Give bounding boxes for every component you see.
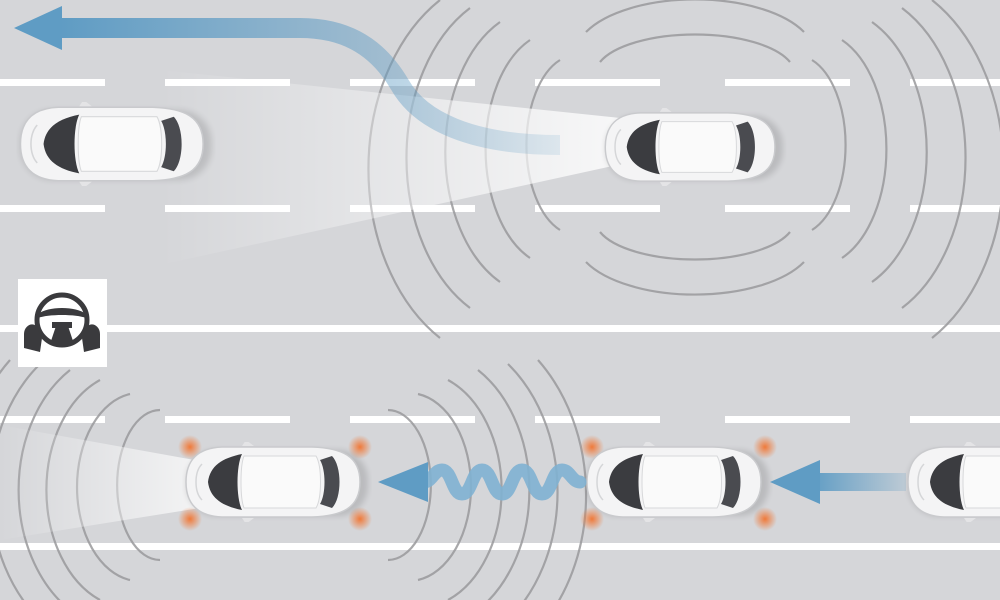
indicator-lights [178, 435, 777, 531]
headlight-beam-lower [0, 425, 250, 540]
lane-change-arrow-icon [14, 6, 561, 155]
lead-car-lower-lane [186, 440, 368, 524]
rear-car-partial [908, 440, 1000, 524]
steering-wheel-hands-icon [18, 279, 107, 367]
following-car [587, 440, 769, 524]
car-changing-lane [605, 106, 782, 188]
wavy-connection-arrow-icon [378, 462, 587, 502]
car-ahead-upper-lane [20, 100, 211, 188]
following-arrow-icon [770, 460, 906, 504]
headlight-beam-upper [160, 70, 640, 265]
